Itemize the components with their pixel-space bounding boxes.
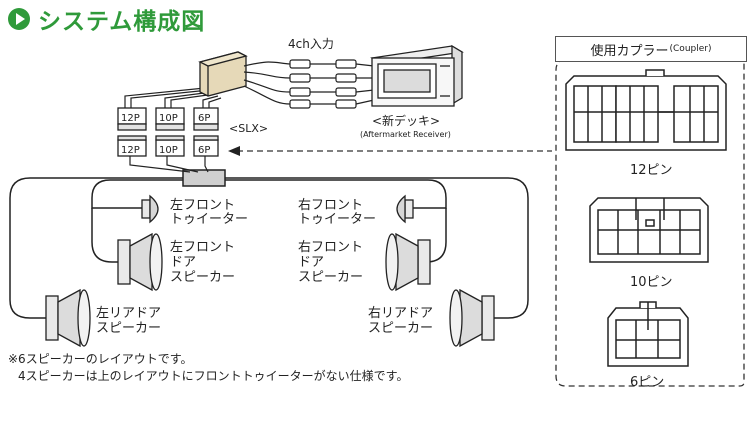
right-rear-door-label-2: スピーカー xyxy=(368,321,433,336)
left-front-tweeter-icon xyxy=(141,194,159,224)
coupler-heading-sub: (Coupler) xyxy=(669,44,712,54)
deck-sublabel: (Aftermarket Receiver) xyxy=(360,130,451,139)
right-front-door-speaker-icon xyxy=(385,232,431,292)
connector-blocks-bottom xyxy=(117,135,219,157)
note-line-1: ※6スピーカーのレイアウトです。 xyxy=(8,352,193,366)
left-front-door-label-2: ドア xyxy=(170,255,196,270)
left-rear-door-label-2: スピーカー xyxy=(96,321,161,336)
harness-wires xyxy=(124,87,222,173)
coupler-heading: 使用カプラー(Coupler) xyxy=(555,36,747,62)
connector-top-12p: 12P xyxy=(121,113,140,124)
slx-label: <SLX> xyxy=(229,122,268,135)
left-front-tweeter-label-2: トゥイーター xyxy=(170,212,248,227)
connector-top-6p: 6P xyxy=(198,113,210,124)
right-front-door-label-2: ドア xyxy=(298,255,324,270)
left-front-door-speaker-icon xyxy=(117,232,163,292)
slx-unit xyxy=(198,51,248,97)
left-front-door-label-3: スピーカー xyxy=(170,270,235,285)
coupler-panel-border xyxy=(555,59,745,387)
title-text: システム構成図 xyxy=(38,9,206,35)
aftermarket-deck xyxy=(370,44,464,107)
connector-blocks-top xyxy=(117,107,219,131)
coupler-6pin-icon xyxy=(607,301,689,367)
coupler-12pin-icon xyxy=(565,69,727,151)
speaker-wiring xyxy=(9,177,529,319)
left-front-tweeter-label-1: 左フロント xyxy=(170,198,235,213)
left-rear-door-label-1: 左リアドア xyxy=(96,306,161,321)
connector-top-10p: 10P xyxy=(159,113,178,124)
right-rear-door-speaker-icon xyxy=(449,288,495,348)
input-label: 4ch入力 xyxy=(288,37,334,51)
coupler-12pin-label: 12ピン xyxy=(630,163,673,178)
deck-label: <新デッキ> xyxy=(372,113,440,128)
coupler-heading-text: 使用カプラー xyxy=(590,43,669,59)
right-front-door-label-3: スピーカー xyxy=(298,270,363,285)
coupler-10pin-label: 10ピン xyxy=(630,275,673,290)
right-front-tweeter-label-1: 右フロント xyxy=(298,198,363,213)
left-rear-door-speaker-icon xyxy=(45,288,91,348)
play-icon xyxy=(8,8,30,30)
junction-box xyxy=(182,169,226,187)
coupler-10pin-icon xyxy=(589,197,709,263)
connector-bottom-6p: 6P xyxy=(198,145,210,156)
right-front-tweeter-icon xyxy=(396,194,414,224)
connector-bottom-10p: 10P xyxy=(159,145,178,156)
coupler-pointer-arrow xyxy=(228,146,240,156)
rca-cables xyxy=(243,61,375,105)
page-title: システム構成図 xyxy=(8,4,206,35)
rca-plugs xyxy=(289,59,357,109)
right-front-door-label-1: 右フロント xyxy=(298,240,363,255)
note-line-2: 4スピーカーは上のレイアウトにフロントトゥイーターがない仕様です。 xyxy=(18,368,408,383)
right-rear-door-label-1: 右リアドア xyxy=(368,306,433,321)
connector-bottom-12p: 12P xyxy=(121,145,140,156)
left-front-door-label-1: 左フロント xyxy=(170,240,235,255)
right-front-tweeter-label-2: トゥイーター xyxy=(298,212,376,227)
coupler-6pin-label: 6ピン xyxy=(630,375,664,390)
